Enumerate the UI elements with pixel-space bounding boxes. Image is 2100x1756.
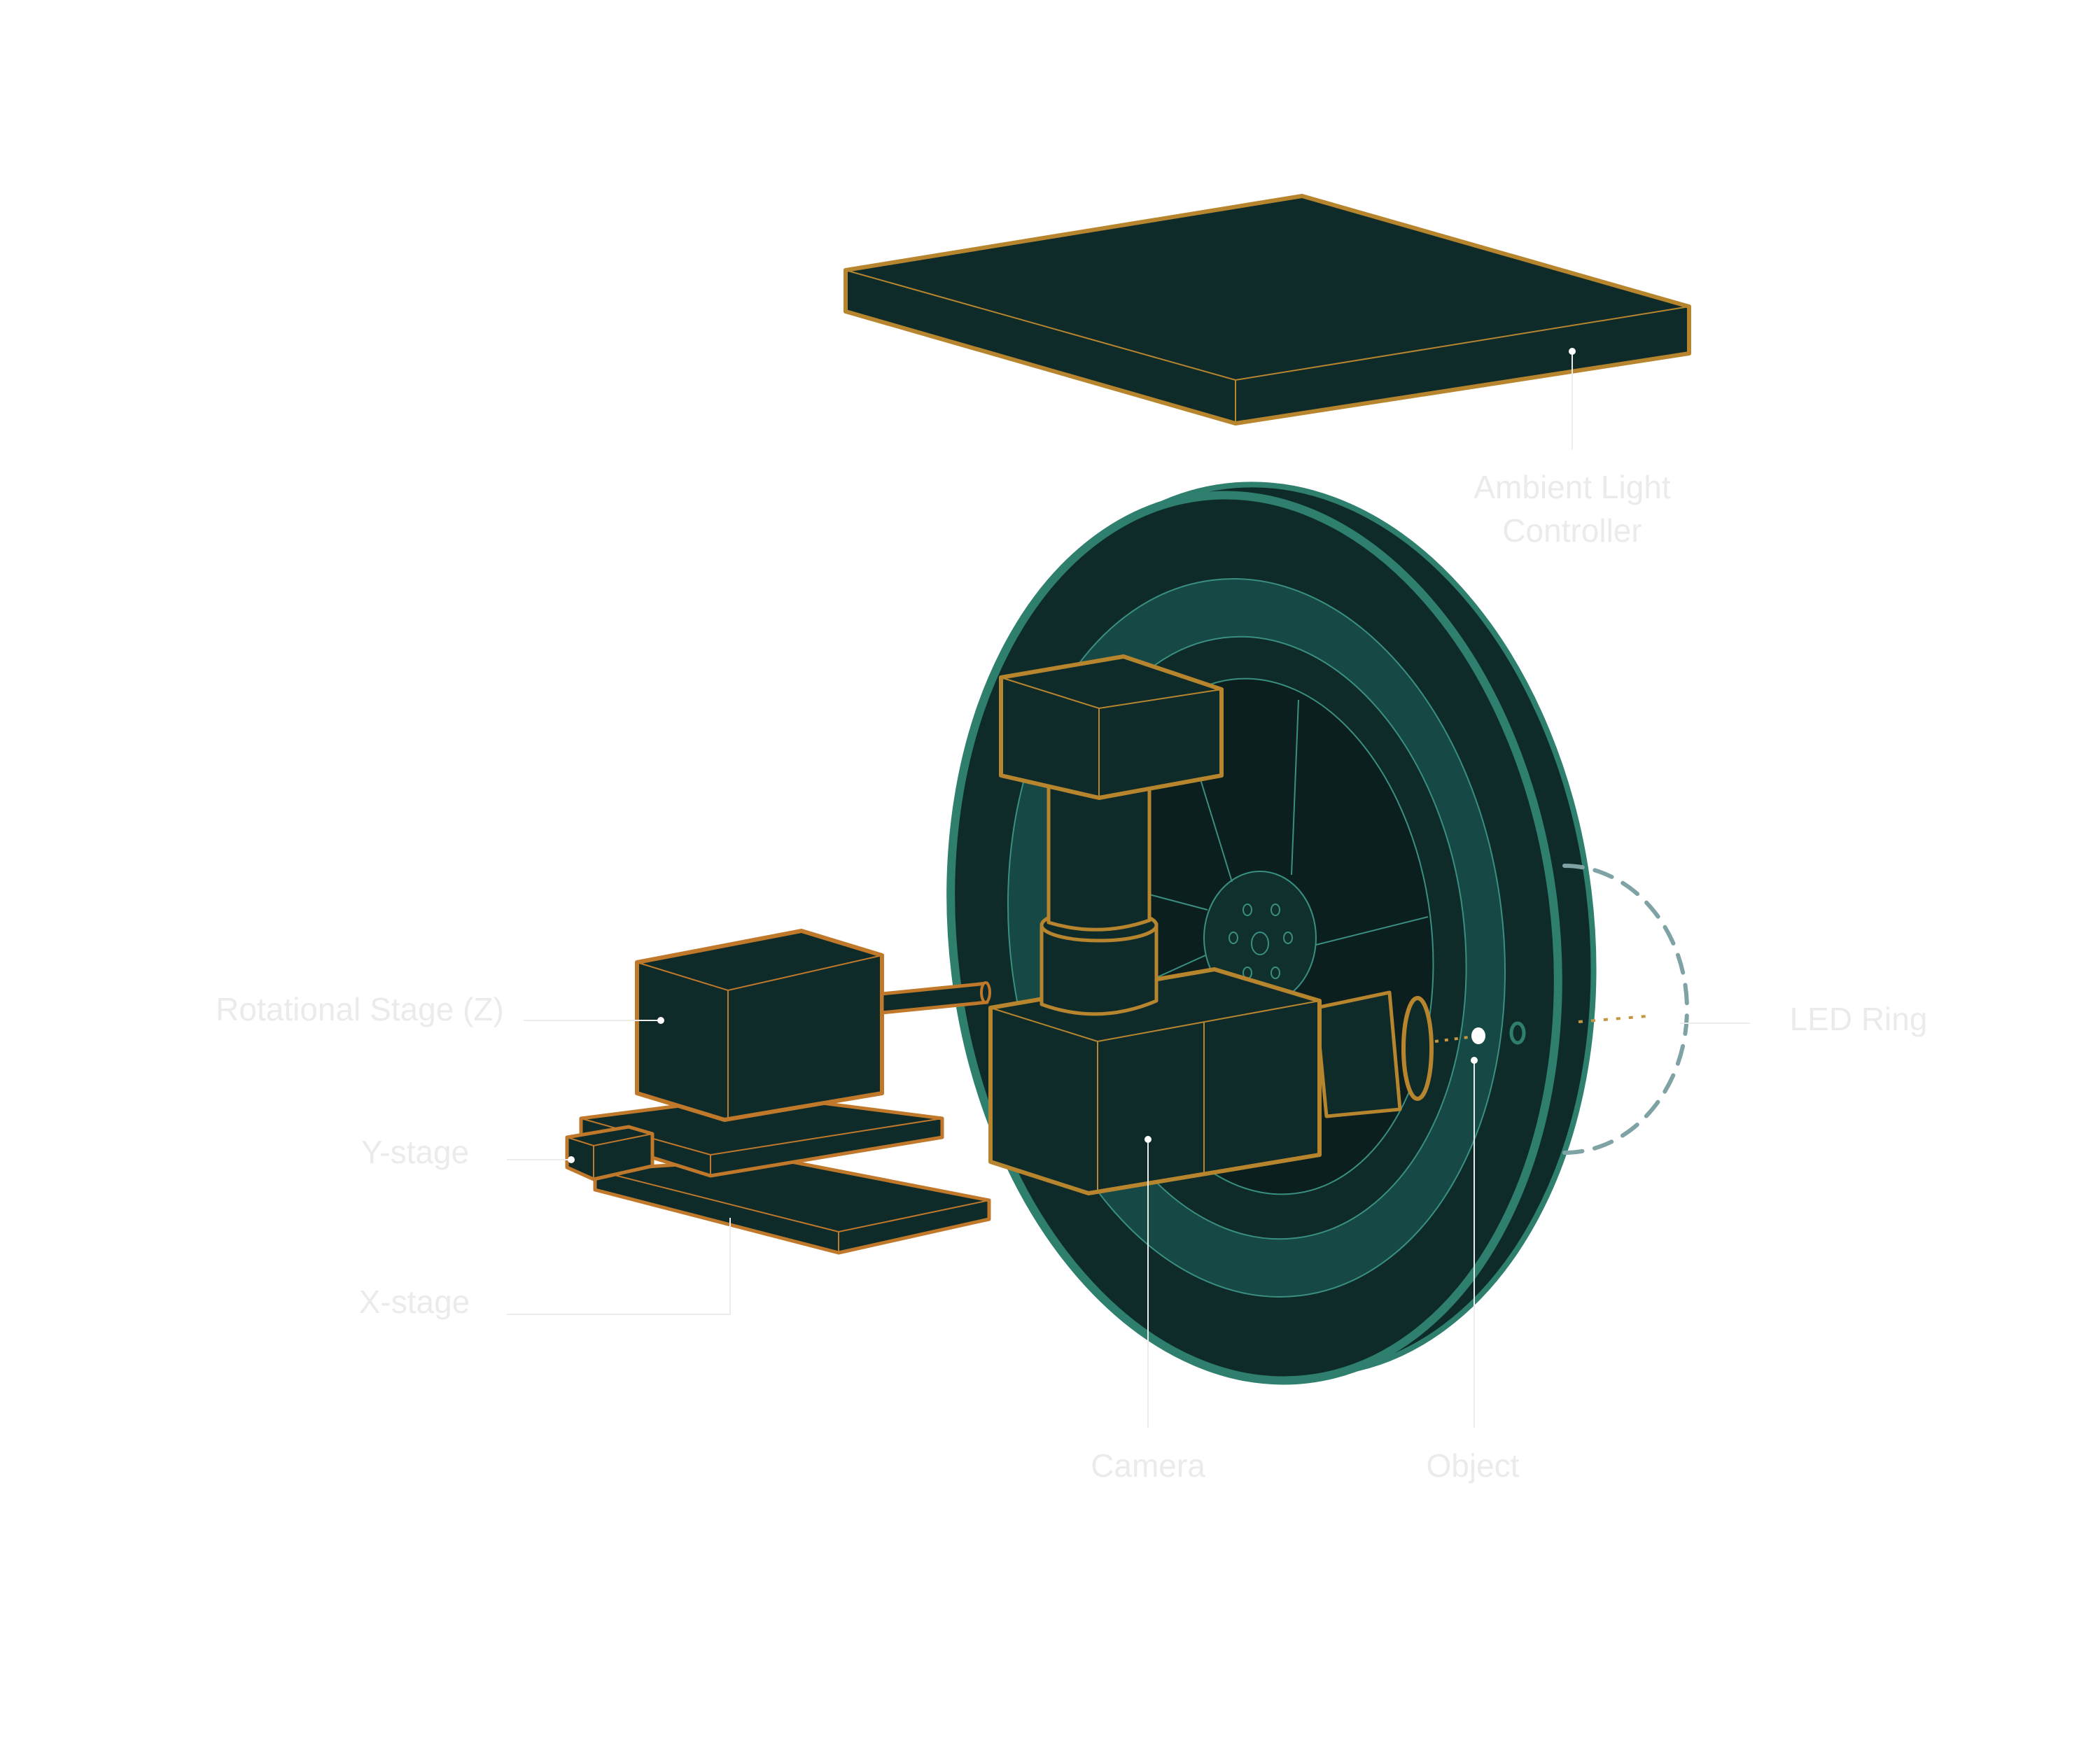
object-marker xyxy=(1471,1027,1485,1044)
label-camera: Camera xyxy=(1091,1447,1205,1484)
label-ambient-light-controller-line2: Controller xyxy=(1502,512,1642,549)
label-led-ring: LED Ring xyxy=(1790,1001,1928,1037)
led-ring-disc xyxy=(902,449,1644,1416)
label-x-stage: X-stage xyxy=(359,1284,470,1320)
x-stage xyxy=(595,1158,989,1253)
label-ambient-light-controller-line1: Ambient Light xyxy=(1474,469,1670,505)
label-rotational-stage: Rotational Stage (Z) xyxy=(216,991,504,1027)
rotational-stage xyxy=(637,931,990,1120)
label-y-stage: Y-stage xyxy=(361,1134,469,1170)
ambient-light-controller xyxy=(846,196,1689,423)
label-object: Object xyxy=(1427,1447,1520,1484)
